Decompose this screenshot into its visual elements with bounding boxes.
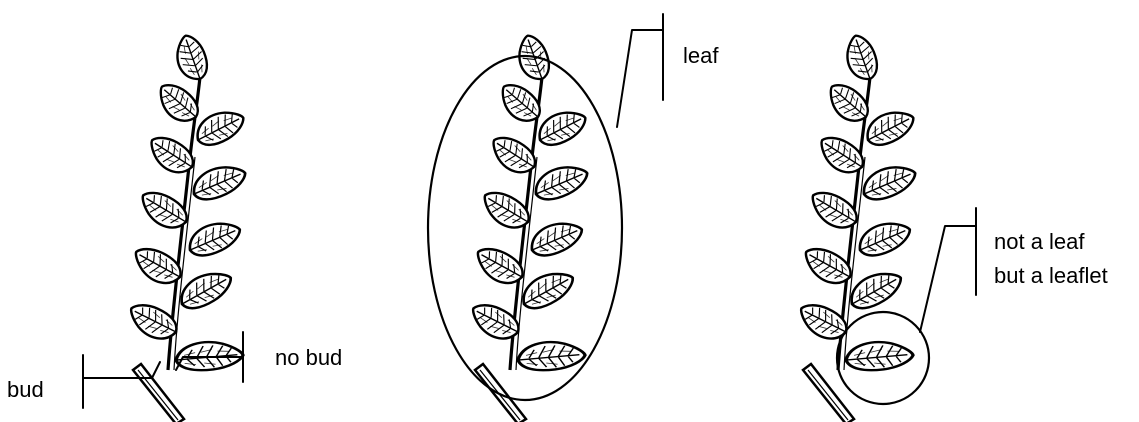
- leaf-pointer: [617, 14, 663, 127]
- compound-leaf-drawing-3: [794, 32, 920, 422]
- leaf-panel: [428, 14, 663, 422]
- compound-leaf-drawing-2: [466, 32, 592, 422]
- bud-label: bud: [7, 379, 44, 401]
- no-bud-label: no bud: [275, 347, 342, 369]
- leaf-label: leaf: [683, 45, 718, 67]
- compound-leaf-drawing-1: [124, 32, 250, 422]
- bud-panel: [83, 32, 250, 422]
- leaflet-label-line2: but a leaflet: [994, 265, 1108, 287]
- no-bud-pointer: [176, 332, 243, 382]
- leaflet-panel: [794, 32, 976, 422]
- leaflet-label-line1: not a leaf: [994, 231, 1085, 253]
- leaflet-pointer: [920, 208, 976, 332]
